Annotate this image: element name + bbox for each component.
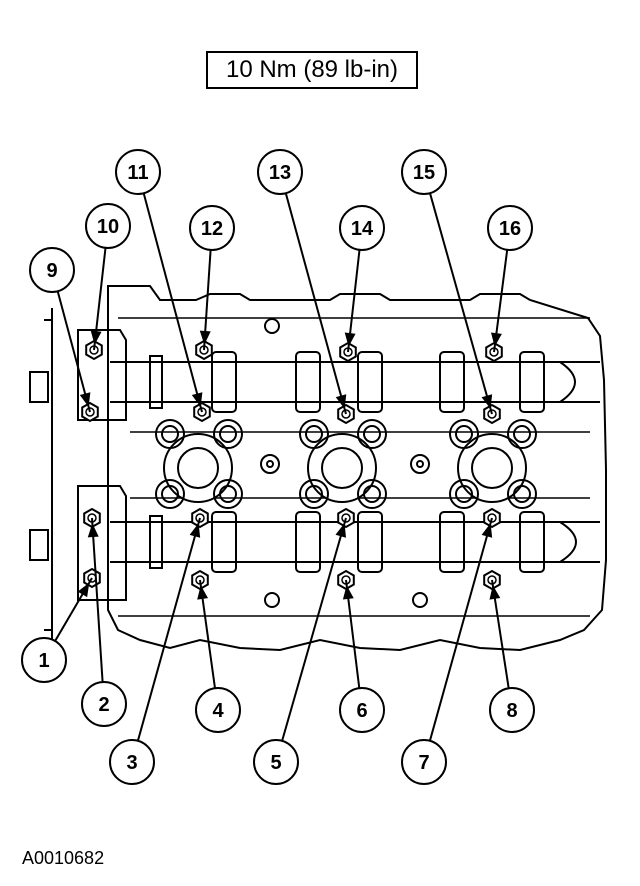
callout-5: 5: [253, 739, 299, 785]
callout-number-2: 2: [98, 694, 109, 716]
callout-7: 7: [401, 739, 447, 785]
spark-plug-bore-3: [449, 419, 537, 509]
figure-reference-id: A0010682: [22, 848, 105, 868]
leader-arrowhead-3: [189, 523, 201, 538]
callout-number-3: 3: [126, 752, 137, 774]
callout-number-9: 9: [46, 260, 57, 282]
leader-arrowhead-6: [342, 585, 354, 600]
callout-number-16: 16: [499, 218, 521, 240]
callout-number-1: 1: [38, 650, 49, 672]
callout-number-12: 12: [201, 218, 223, 240]
callout-11: 11: [115, 149, 161, 195]
leader-line-13: [284, 192, 347, 415]
leader-arrowhead-15: [481, 394, 493, 409]
callout-13: 13: [257, 149, 303, 195]
leader-arrowhead-13: [335, 394, 347, 409]
bolt-15: [483, 403, 501, 425]
callout-number-15: 15: [413, 162, 435, 184]
leader-arrowhead-5: [335, 523, 347, 538]
spark-plug-bore-1: [155, 419, 243, 509]
leader-arrowhead-10: [90, 330, 102, 345]
callout-1: 1: [21, 637, 67, 683]
leader-line-5: [281, 517, 347, 742]
leader-arrowhead-16: [490, 332, 502, 347]
callout-number-5: 5: [270, 752, 281, 774]
leader-line-2: [91, 517, 104, 683]
callout-number-7: 7: [418, 752, 429, 774]
callout-number-10: 10: [97, 216, 119, 238]
callout-2: 2: [81, 681, 127, 727]
torque-spec-label: 10 Nm (89 lb-in): [206, 51, 418, 89]
leader-line-15: [429, 192, 493, 415]
callout-10: 10: [85, 203, 131, 249]
callout-number-4: 4: [212, 700, 224, 722]
callout-3: 3: [109, 739, 155, 785]
leader-line-9: [56, 291, 91, 413]
callout-9: 9: [29, 247, 75, 293]
callout-number-11: 11: [127, 162, 148, 184]
callout-number-14: 14: [351, 218, 374, 240]
spark-plug-bore-2: [299, 419, 387, 509]
callout-16: 16: [487, 205, 533, 251]
callout-14: 14: [339, 205, 385, 251]
leader-arrowhead-9: [79, 392, 91, 407]
callout-6: 6: [339, 687, 385, 733]
leader-arrowhead-12: [199, 330, 211, 345]
callout-4: 4: [195, 687, 241, 733]
leader-arrowhead-2: [87, 523, 99, 538]
callout-8: 8: [489, 687, 535, 733]
small-bolt-holes: [260, 454, 430, 474]
leader-arrowhead-7: [481, 523, 493, 538]
leader-line-3: [136, 517, 201, 742]
leader-arrowhead-8: [489, 585, 501, 600]
leader-arrowhead-14: [344, 332, 356, 347]
leader-arrowhead-11: [191, 392, 203, 407]
callout-number-8: 8: [506, 700, 517, 722]
leader-arrowhead-1: [77, 582, 90, 598]
callout-number-6: 6: [356, 700, 367, 722]
leader-line-group: [54, 192, 510, 742]
callout-number-13: 13: [269, 162, 291, 184]
callout-12: 12: [189, 205, 235, 251]
leader-line-7: [428, 517, 493, 742]
leader-line-11: [142, 193, 203, 413]
callout-15: 15: [401, 149, 447, 195]
bolt-group: [81, 339, 503, 591]
leader-arrowhead-4: [197, 585, 209, 600]
